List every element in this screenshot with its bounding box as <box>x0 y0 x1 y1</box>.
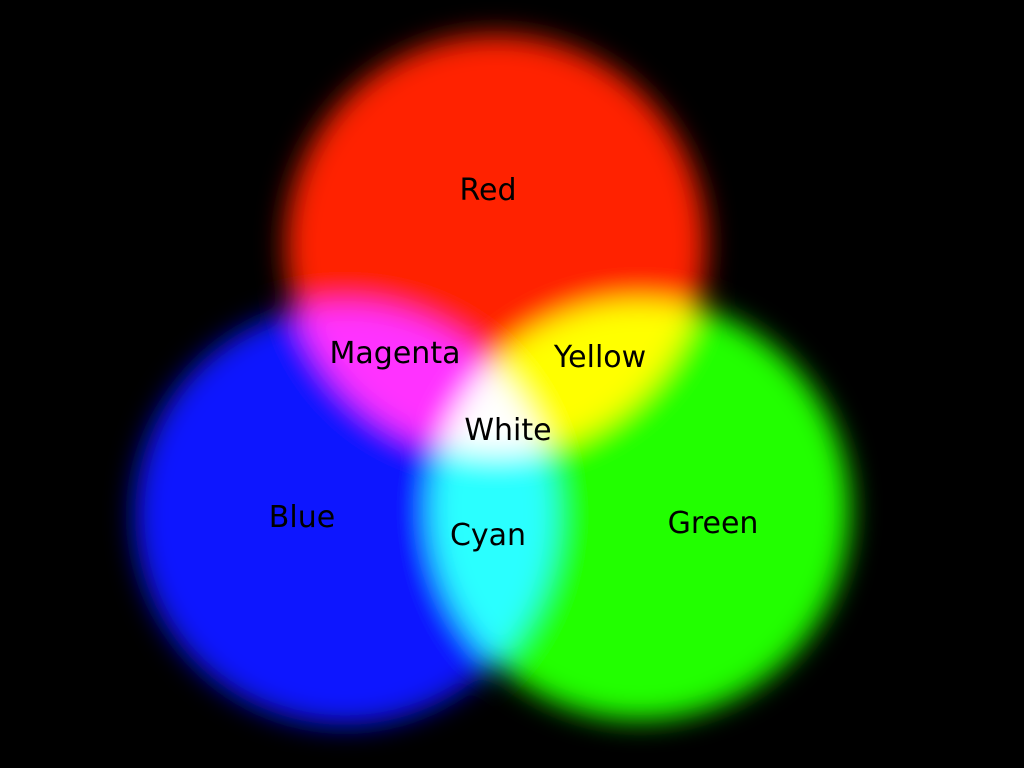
label-cyan: Cyan <box>449 518 527 553</box>
label-red: Red <box>459 173 517 208</box>
blue-circle <box>135 305 555 725</box>
label-magenta: Magenta <box>329 336 461 371</box>
label-green: Green <box>667 506 759 541</box>
green-circle <box>430 300 850 720</box>
label-white: White <box>464 413 552 448</box>
label-yellow: Yellow <box>553 340 647 375</box>
label-blue: Blue <box>268 500 336 535</box>
